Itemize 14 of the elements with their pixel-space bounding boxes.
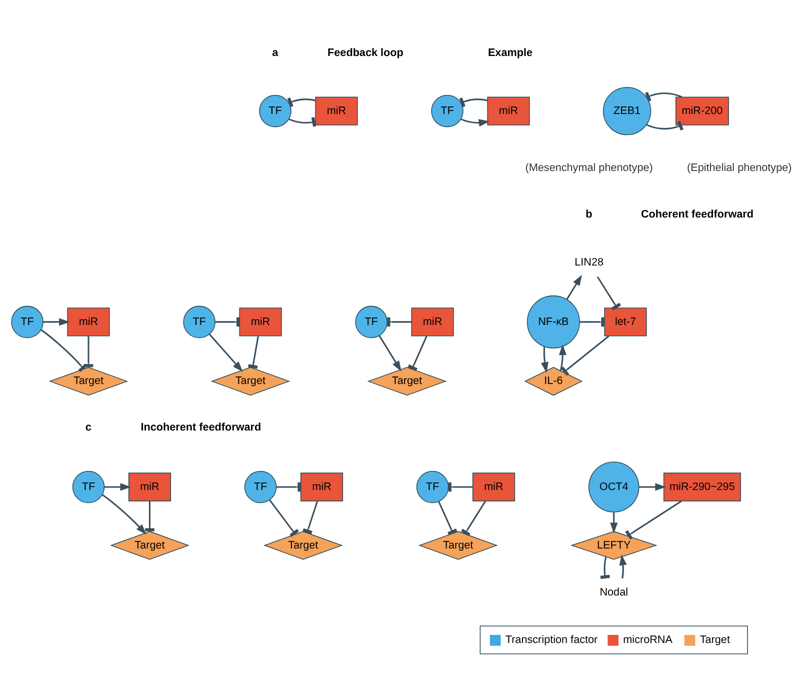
label: a [272,46,278,59]
label: Coherent feedforward [640,208,754,220]
node-label: (Mesenchymal phenotype) [525,161,653,174]
label: Example [488,46,532,59]
label: Feedback loop [328,46,404,59]
legend-label: Target [700,634,730,646]
label: Incoherent feedforward [140,421,262,434]
label: c [85,421,92,434]
legend-label: microRNA [623,634,673,646]
node-label: (Epithelial phenotype) [687,161,792,174]
node-text: LIN28 [574,256,604,268]
label: b [586,208,592,220]
node-text: Nodal [600,586,628,598]
legend-label: Transcription factor [505,634,598,646]
